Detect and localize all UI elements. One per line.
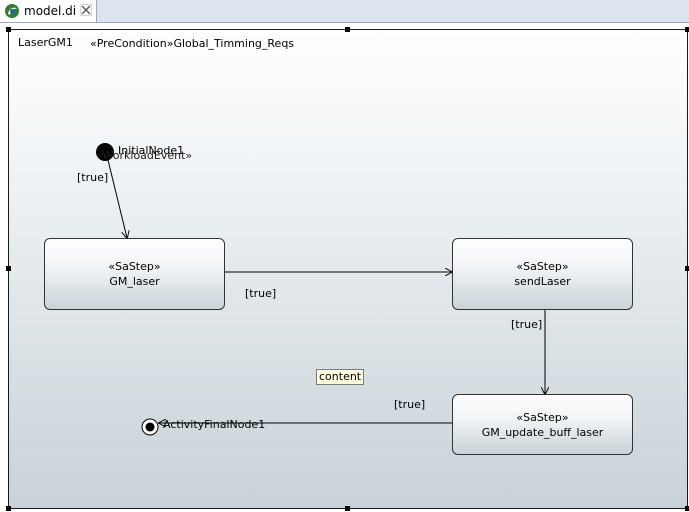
close-tab-icon[interactable] [80, 4, 92, 16]
workload-event-label: «WorkloadEvent» [96, 149, 193, 162]
papyrus-model-icon [5, 4, 19, 18]
resize-handle-ne[interactable] [685, 27, 689, 32]
resize-handle-sw[interactable] [6, 506, 11, 511]
guard-label: [true] [511, 318, 543, 331]
initial-node-icon [96, 143, 114, 161]
resize-handle-s[interactable] [345, 506, 350, 511]
initial-node-label: InitialNode1 [118, 144, 185, 157]
action-name: GM_laser [109, 275, 160, 288]
action-name: sendLaser [514, 275, 571, 288]
edge-initial-to-gm-laser [107, 159, 127, 238]
action-sendlaser[interactable]: «SaStep» sendLaser [452, 238, 633, 310]
resize-handle-nw[interactable] [6, 27, 11, 32]
guard-label: [true] [77, 171, 109, 184]
guard-label: [true] [394, 398, 426, 411]
tooltip: content [316, 369, 365, 385]
activity-name: LaserGM1 [18, 36, 73, 49]
final-node-label: ActivityFinalNode1 [163, 418, 266, 431]
tab-label: model.di [24, 4, 77, 18]
stereotype-label: «SaStep» [108, 260, 161, 273]
stereotype-label: «SaStep» [516, 410, 569, 424]
action-name: GM_update_buff_laser [481, 425, 604, 439]
resize-handle-w[interactable] [6, 266, 11, 271]
resize-handle-e[interactable] [685, 266, 689, 271]
action-gm-update-buff-laser[interactable]: «SaStep» GM_update_buff_laser [452, 394, 633, 455]
resize-handle-se[interactable] [685, 506, 689, 511]
action-gm-laser[interactable]: «SaStep» GM_laser [44, 238, 225, 310]
resize-handle-n[interactable] [345, 27, 350, 32]
stereotype-label: «SaStep» [516, 260, 569, 273]
editor-tab-bar: model.di [0, 0, 689, 23]
guard-label: [true] [245, 287, 277, 300]
precondition-label: «PreCondition»Global_Timming_Reqs [90, 37, 295, 50]
tab-model-di[interactable]: model.di [0, 0, 97, 22]
